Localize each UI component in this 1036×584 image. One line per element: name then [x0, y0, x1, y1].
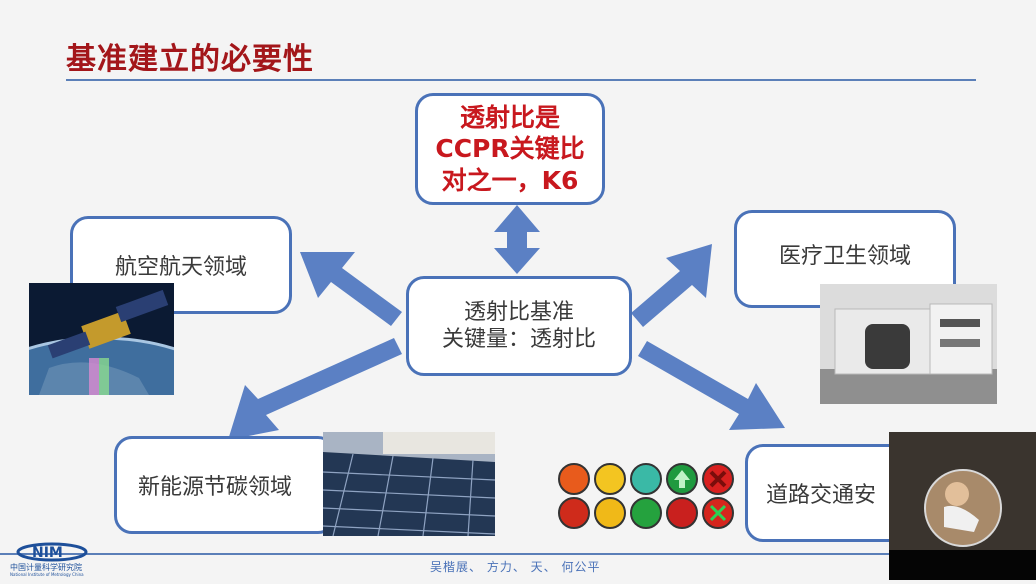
top-box-line3: 对之一，K6 — [441, 165, 579, 195]
top-box-line1: 透射比是 — [459, 103, 560, 133]
top-box-line2: CCPR关键比 — [435, 134, 585, 164]
arrow-to-traffic — [638, 341, 785, 430]
arrow-to-energy — [228, 338, 402, 440]
aerospace-box: 航空航天领域 — [70, 216, 292, 314]
traffic-label: 道路交通安 — [766, 483, 877, 508]
energy-box: 新能源节碳领域 — [114, 436, 336, 534]
aerospace-label: 航空航天领域 — [114, 255, 247, 280]
footer-credits: 吴楷展、 方力、 天、 何公平 — [430, 560, 601, 574]
nim-logo: NIM 中国计量科学研究院 National Institute of Metr… — [8, 540, 118, 578]
arrow-to-medical — [631, 244, 712, 327]
center-box-line2: 关键量：透射比 — [441, 327, 596, 352]
double-arrow-icon — [494, 205, 540, 274]
lab-instrument-image — [820, 284, 997, 404]
svg-text:NIM: NIM — [32, 545, 63, 561]
traffic-lights-image — [558, 462, 740, 530]
satellite-image — [29, 283, 174, 395]
footer-divider — [0, 553, 900, 555]
energy-label: 新能源节碳领域 — [137, 475, 292, 500]
title-divider — [66, 79, 976, 81]
center-box-line1: 透射比基准 — [463, 299, 574, 325]
center-box-benchmark: 透射比基准 关键量：透射比 — [406, 276, 632, 376]
medical-label: 医疗卫生领域 — [778, 244, 911, 269]
slide-title: 基准建立的必要性 — [66, 42, 314, 77]
webcam-overlay — [889, 432, 1036, 580]
top-box-transmittance-ccpr: 透射比是 CCPR关键比 对之一，K6 — [415, 93, 605, 205]
arrow-to-aerospace — [300, 252, 402, 326]
logo-text: 中国计量科学研究院 — [10, 563, 82, 572]
logo-subtext: National Institute of Metrology China — [10, 572, 84, 577]
solar-panel-image — [323, 432, 495, 536]
